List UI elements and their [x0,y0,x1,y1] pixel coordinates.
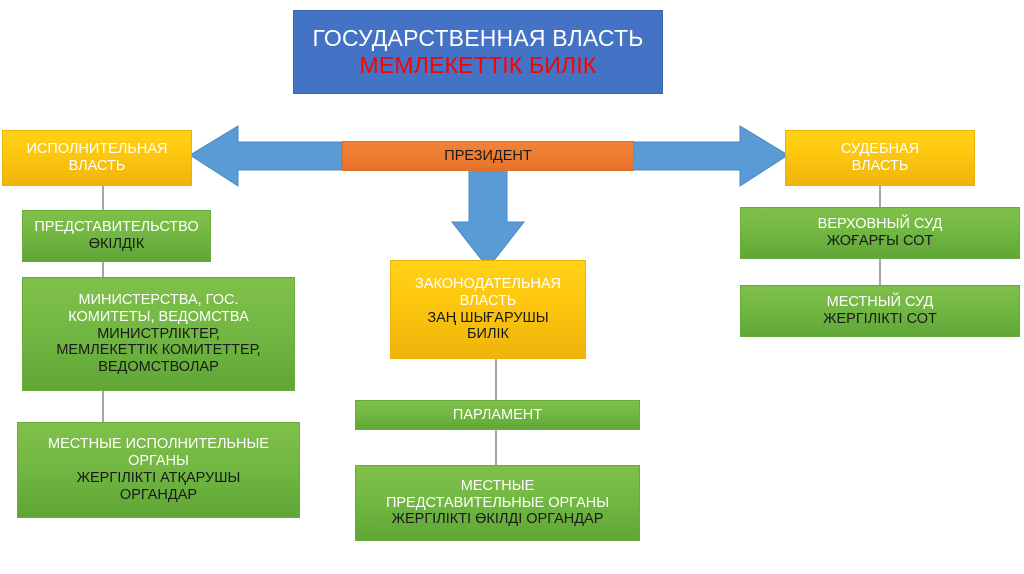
node-supreme-court-label-kk: ЖОҒАРҒЫ СОТ [826,233,934,249]
node-executive-representation-label-ru: ПРЕДСТАВИТЕЛЬСТВО [34,219,199,236]
node-executive-representation[interactable]: ПРЕДСТАВИТЕЛЬСТВО ӨКІЛДІК [22,210,211,262]
node-parliament[interactable]: ПАРЛАМЕНТ [355,400,640,430]
node-legislative-branch[interactable]: ЗАКОНОДАТЕЛЬНАЯ ВЛАСТЬ ЗАҢ ШЫҒАРУШЫ БИЛІ… [390,260,586,359]
connector-legislative-2 [495,430,497,465]
connector-executive-1 [102,186,104,210]
node-local-representative-bodies-label-kk: ЖЕРГІЛІКТІ ӨКІЛДІ ОРГАНДАР [391,511,604,528]
node-executive-ministries-label-kk: МИНИСТРЛІКТЕР, МЕМЛЕКЕТТІК КОМИТЕТТЕР, В… [56,325,261,376]
arrow-down-icon [450,169,526,269]
node-president-label-ru: ПРЕЗИДЕНТ [444,147,532,164]
node-legislative-branch-label-kk: ЗАҢ ШЫҒАРУШЫ БИЛІК [427,309,549,343]
node-executive-branch[interactable]: ИСПОЛНИТЕЛЬНАЯ ВЛАСТЬ [2,130,192,186]
connector-judicial-2 [879,259,881,285]
page-title-ru: ГОСУДАРСТВЕННАЯ ВЛАСТЬ [312,25,644,52]
node-executive-representation-label-kk: ӨКІЛДІК [88,236,145,252]
node-supreme-court-label-ru: ВЕРХОВНЫЙ СУД [817,216,943,233]
node-local-representative-bodies[interactable]: МЕСТНЫЕ ПРЕДСТАВИТЕЛЬНЫЕ ОРГАНЫ ЖЕРГІЛІК… [355,465,640,541]
node-judicial-branch[interactable]: СУДЕБНАЯ ВЛАСТЬ [785,130,975,186]
node-judicial-branch-label-ru: СУДЕБНАЯ ВЛАСТЬ [840,141,920,174]
page-title-kk: МЕМЛЕКЕТТІК БИЛІК [359,52,597,78]
connector-legislative-1 [495,359,497,400]
node-local-court-label-ru: МЕСТНЫЙ СУД [826,294,934,311]
node-executive-ministries-label-ru: МИНИСТЕРСТВА, ГОС. КОМИТЕТЫ, ВЕДОМСТВА [68,291,249,325]
node-local-court[interactable]: МЕСТНЫЙ СУД ЖЕРГІЛІКТІ СОТ [740,285,1020,337]
page-title: ГОСУДАРСТВЕННАЯ ВЛАСТЬ МЕМЛЕКЕТТІК БИЛІК [293,10,663,94]
node-local-court-label-kk: ЖЕРГІЛІКТІ СОТ [823,311,937,327]
node-local-representative-bodies-label-ru: МЕСТНЫЕ ПРЕДСТАВИТЕЛЬНЫЕ ОРГАНЫ [385,477,610,511]
node-executive-local-bodies-label-ru: МЕСТНЫЕ ИСПОЛНИТЕЛЬНЫЕ ОРГАНЫ [48,436,269,470]
connector-judicial-1 [879,186,881,207]
node-executive-ministries[interactable]: МИНИСТЕРСТВА, ГОС. КОМИТЕТЫ, ВЕДОМСТВА М… [22,277,295,391]
connector-executive-2 [102,262,104,277]
node-executive-local-bodies[interactable]: МЕСТНЫЕ ИСПОЛНИТЕЛЬНЫЕ ОРГАНЫ ЖЕРГІЛІКТІ… [17,422,300,518]
node-legislative-branch-label-ru: ЗАКОНОДАТЕЛЬНАЯ ВЛАСТЬ [415,275,561,309]
node-supreme-court[interactable]: ВЕРХОВНЫЙ СУД ЖОҒАРҒЫ СОТ [740,207,1020,259]
node-executive-local-bodies-label-kk: ЖЕРГІЛІКТІ АТҚАРУШЫ ОРГАНДАР [76,470,241,503]
node-president[interactable]: ПРЕЗИДЕНТ [342,141,634,171]
node-parliament-label-ru: ПАРЛАМЕНТ [452,406,543,423]
connector-executive-3 [102,391,104,422]
node-executive-branch-label-ru: ИСПОЛНИТЕЛЬНАЯ ВЛАСТЬ [26,141,168,174]
